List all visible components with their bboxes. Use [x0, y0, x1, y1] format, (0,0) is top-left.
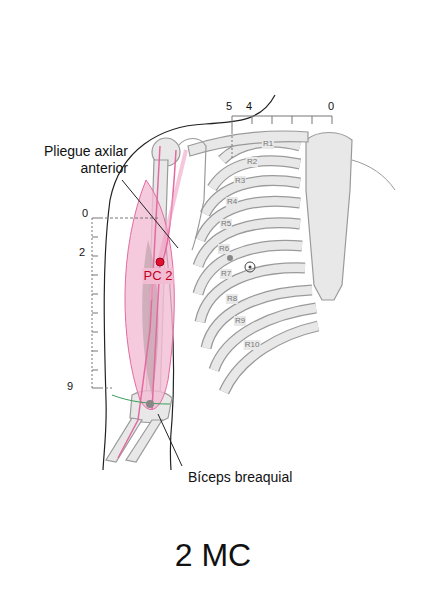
- caption: 2 MC: [175, 536, 251, 574]
- rib-label: R4: [226, 197, 238, 207]
- scale-number: 4: [246, 100, 252, 113]
- scale-number: 5: [226, 100, 232, 113]
- scale-number: 0: [82, 207, 88, 220]
- rib-label: R1: [262, 139, 274, 149]
- rib-label: R2: [246, 157, 258, 167]
- scale-number: 2: [79, 246, 85, 259]
- rib-label: R5: [220, 219, 232, 229]
- scale-number: 9: [67, 380, 73, 393]
- rib-label: R9: [234, 316, 246, 326]
- rib-label: R7: [220, 269, 232, 279]
- rib-label: R3: [234, 176, 246, 186]
- rib-label: R8: [226, 294, 238, 304]
- leader-label: Pliegue axilar anterior: [8, 143, 128, 177]
- scale-number: 0: [328, 100, 334, 113]
- point-label: PC 2: [143, 268, 174, 284]
- rib-label: R6: [218, 244, 230, 254]
- rib-label: R10: [244, 340, 261, 350]
- leader-label: Bíceps breaquial: [188, 469, 292, 486]
